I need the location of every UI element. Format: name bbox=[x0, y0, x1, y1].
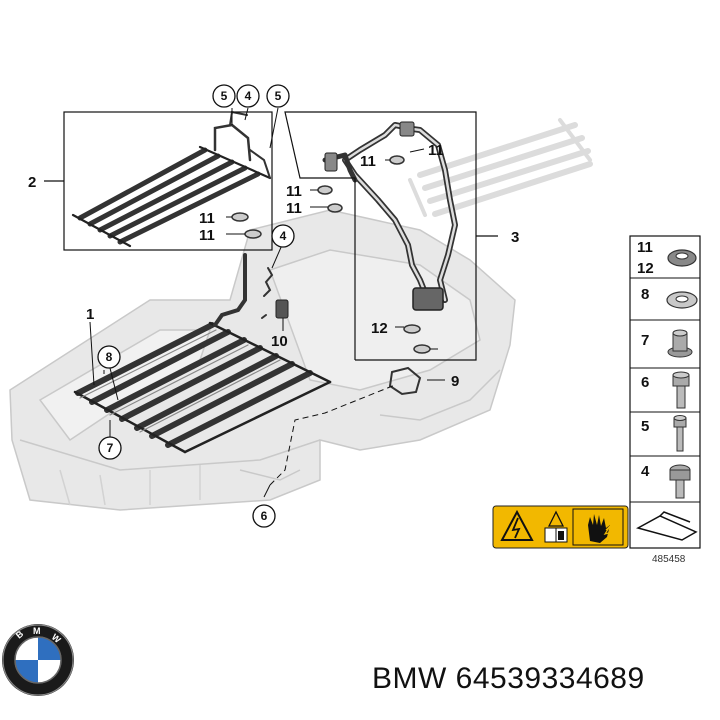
legend-label-8: 8 bbox=[641, 286, 649, 303]
svg-text:B: B bbox=[14, 628, 26, 640]
label-2: 2 bbox=[28, 174, 36, 191]
brand-part-number: BMW 64539334689 bbox=[372, 662, 645, 695]
label-10: 10 bbox=[271, 333, 288, 350]
callout-7-label: 7 bbox=[107, 441, 114, 455]
group-box-3 bbox=[284, 111, 498, 361]
flat-washer-icon bbox=[666, 291, 698, 309]
legend-label-12: 12 bbox=[637, 260, 654, 277]
label-3: 3 bbox=[511, 229, 519, 246]
callout-5b: 5 bbox=[266, 84, 290, 108]
legend-label-5: 5 bbox=[641, 418, 649, 435]
callout-4b-label: 4 bbox=[280, 229, 287, 243]
label-11e: 11 bbox=[286, 183, 302, 200]
bmw-logo: B M W bbox=[2, 624, 74, 696]
legend-label-4: 4 bbox=[641, 463, 650, 480]
callout-5b-label: 5 bbox=[275, 89, 282, 103]
callout-5a-label: 5 bbox=[221, 89, 228, 103]
flange-nut-icon bbox=[667, 329, 693, 358]
label-11a: 11 bbox=[199, 210, 215, 227]
cooling-plate-2 bbox=[71, 110, 272, 248]
svg-text:M: M bbox=[33, 626, 41, 636]
callout-4a-label: 4 bbox=[245, 89, 252, 103]
screw-icon bbox=[673, 415, 687, 452]
manual-warning-icon bbox=[544, 510, 568, 543]
clip-icon bbox=[636, 511, 698, 541]
callout-8-label: 8 bbox=[106, 350, 113, 364]
high-voltage-icon bbox=[500, 509, 534, 541]
coolant-pipe-assembly bbox=[322, 121, 458, 311]
label-11d: 11 bbox=[428, 142, 444, 159]
label-11f: 11 bbox=[286, 200, 302, 217]
legend-label-11: 11 bbox=[637, 239, 653, 256]
seal-washer-icon bbox=[667, 249, 697, 267]
callout-5a: 5 bbox=[212, 84, 236, 108]
label-11b: 11 bbox=[199, 227, 215, 244]
leader-lines bbox=[89, 107, 445, 498]
callout-4b: 4 bbox=[271, 224, 295, 248]
ghost-cooler bbox=[408, 118, 593, 217]
label-1: 1 bbox=[86, 306, 94, 323]
callout-7: 7 bbox=[98, 436, 122, 460]
hex-bolt-icon bbox=[672, 371, 690, 409]
legend-label-7: 7 bbox=[641, 332, 649, 349]
group-box-2 bbox=[44, 111, 273, 251]
torx-bolt-icon bbox=[669, 464, 691, 499]
washers bbox=[231, 155, 431, 354]
electric-glove-icon bbox=[572, 508, 624, 546]
label-9: 9 bbox=[451, 373, 459, 390]
connector-pipe bbox=[213, 253, 289, 327]
diagram-number: 485458 bbox=[652, 554, 686, 565]
callout-6: 6 bbox=[252, 504, 276, 528]
warning-label bbox=[492, 505, 629, 549]
legend-label-6: 6 bbox=[641, 374, 649, 391]
label-12: 12 bbox=[371, 320, 388, 337]
callout-6-label: 6 bbox=[261, 509, 268, 523]
parts-legend: 11 12 8 7 6 5 bbox=[629, 235, 701, 549]
callout-4a: 4 bbox=[236, 84, 260, 108]
callout-8: 8 bbox=[97, 345, 121, 369]
label-11c: 11 bbox=[360, 153, 376, 170]
seal-ring bbox=[388, 366, 422, 396]
cooling-plate-1 bbox=[73, 321, 332, 454]
